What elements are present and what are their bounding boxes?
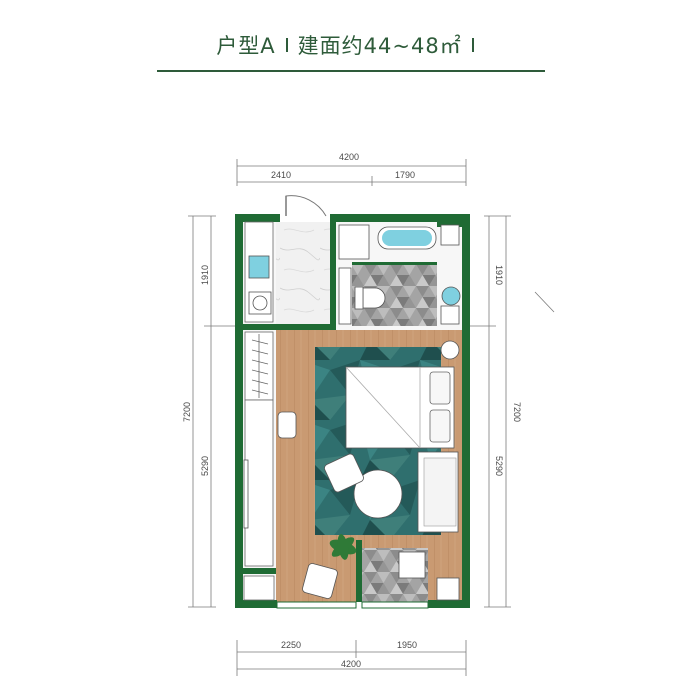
interior-walls — [243, 222, 462, 602]
kitchen-sink — [248, 255, 270, 279]
top-right-dimension: 1790 — [395, 170, 415, 180]
tv-panel — [243, 459, 249, 529]
entry-door-swing — [285, 195, 327, 217]
title-separator — [285, 38, 288, 52]
left-upper-dimension: 1910 — [200, 265, 210, 285]
unit-type-label: 户型A — [216, 34, 276, 58]
bathtub-water — [382, 230, 432, 246]
bottom-total-dimension: 4200 — [341, 659, 361, 669]
windows — [276, 601, 429, 609]
plan-title: 户型A 建面约44~48㎡ — [0, 30, 700, 60]
right-dimension-lines — [470, 215, 511, 608]
left-total-dimension: 7200 — [182, 402, 192, 422]
top-dimension-lines — [236, 159, 467, 186]
top-left-dimension: 2410 — [271, 170, 291, 180]
balcony-cabinet — [436, 577, 460, 601]
toilet-tank — [354, 286, 364, 310]
toilet — [362, 287, 386, 309]
bottom-left-dimension: 2250 — [281, 640, 301, 650]
bottom-dimension-lines — [236, 640, 467, 676]
sofa-cushion — [423, 457, 457, 527]
potted-plant — [329, 534, 357, 560]
desk-chair — [277, 411, 297, 439]
pillow-lower — [429, 409, 451, 443]
title-separator-end — [471, 38, 474, 52]
washing-drum — [252, 295, 268, 311]
wardrobe-hangers — [251, 334, 269, 398]
bed-fold-line — [345, 366, 421, 449]
right-upper-dimension: 1910 — [494, 265, 504, 285]
left-lower-dimension: 5290 — [200, 456, 210, 476]
lounge-chair — [302, 563, 338, 599]
bottom-right-dimension: 1950 — [397, 640, 417, 650]
armchair — [324, 453, 364, 493]
wash-basin — [441, 286, 461, 306]
pillow-upper — [429, 371, 451, 405]
bath-shelf — [440, 224, 460, 246]
entry-marble-floor — [276, 222, 332, 326]
tv-cabinet — [244, 399, 274, 567]
washing-machine — [248, 291, 272, 315]
area-label: 建面约44~48㎡ — [297, 34, 462, 58]
balcony-washer — [398, 551, 426, 579]
bath-vanity — [338, 267, 352, 325]
right-lower-dimension: 5290 — [494, 456, 504, 476]
top-total-dimension: 4200 — [339, 152, 359, 162]
exterior-walls — [235, 214, 470, 608]
corner-cabinet — [243, 575, 275, 601]
round-table — [353, 469, 403, 519]
bath-cabinet — [338, 224, 370, 260]
left-dimension-lines — [188, 215, 236, 608]
title-rule — [157, 70, 545, 72]
right-total-dimension: 7200 — [512, 402, 522, 422]
plan-mark — [534, 291, 555, 313]
bath-corner-cabinet — [440, 305, 460, 325]
bedside-table — [440, 340, 460, 360]
